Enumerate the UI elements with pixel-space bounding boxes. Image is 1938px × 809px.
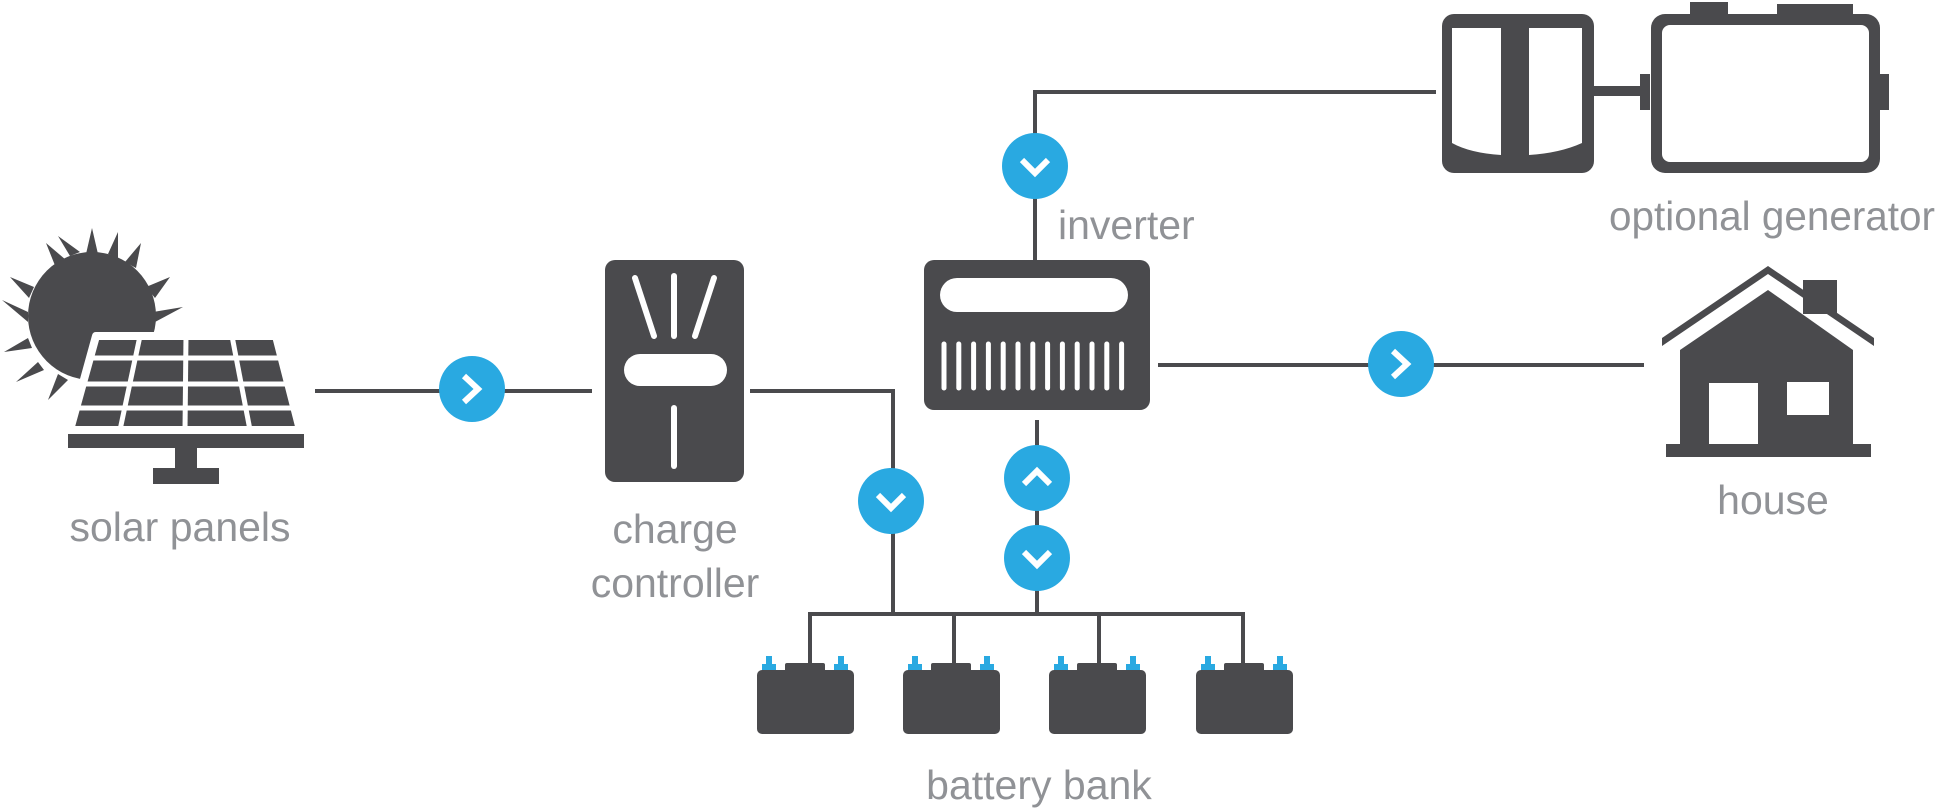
battery-terminal-icon: [980, 656, 994, 670]
arrow-down-icon: [1004, 525, 1070, 591]
battery-2-icon: [903, 656, 1000, 734]
battery-bank-label: battery bank: [926, 762, 1152, 808]
arrow-badges: [439, 133, 1434, 591]
charge-controller-label-line2: controller: [591, 560, 760, 606]
arrow-down-icon: [858, 468, 924, 534]
solar-panels-icon: [2, 228, 304, 484]
generator-icon: [1442, 2, 1889, 173]
battery-terminal-icon: [1126, 656, 1140, 670]
battery-terminal-icon: [908, 656, 922, 670]
battery-3-icon: [1049, 656, 1146, 734]
battery-1-icon: [757, 656, 854, 734]
panel-foot: [153, 468, 219, 484]
line-controller-to-battery: [750, 389, 895, 614]
arrow-down-icon: [1002, 133, 1068, 199]
optional-generator-label: optional generator: [1609, 193, 1935, 239]
solar-panels-label: solar panels: [69, 504, 290, 550]
house-label: house: [1717, 477, 1829, 523]
arrow-right-icon: [1368, 331, 1434, 397]
arrow-right-icon: [439, 356, 505, 422]
battery-terminal-icon: [834, 656, 848, 670]
battery-terminal-icon: [1054, 656, 1068, 670]
battery-terminal-icon: [762, 656, 776, 670]
line-generator-to-inverter: [1033, 90, 1436, 260]
battery-terminal-icon: [1273, 656, 1287, 670]
inverter-label: inverter: [1058, 202, 1195, 248]
house-icon: [1662, 266, 1874, 457]
arrow-up-icon: [1004, 445, 1070, 511]
charge-controller-icon: [605, 260, 744, 482]
panel-stand: [175, 448, 197, 470]
inverter-icon: [924, 260, 1150, 410]
panel-frame-base: [68, 434, 304, 448]
charge-controller-label-line1: charge: [612, 506, 737, 552]
battery-bank: [757, 656, 1293, 734]
battery-terminal-icon: [1201, 656, 1215, 670]
battery-4-icon: [1196, 656, 1293, 734]
